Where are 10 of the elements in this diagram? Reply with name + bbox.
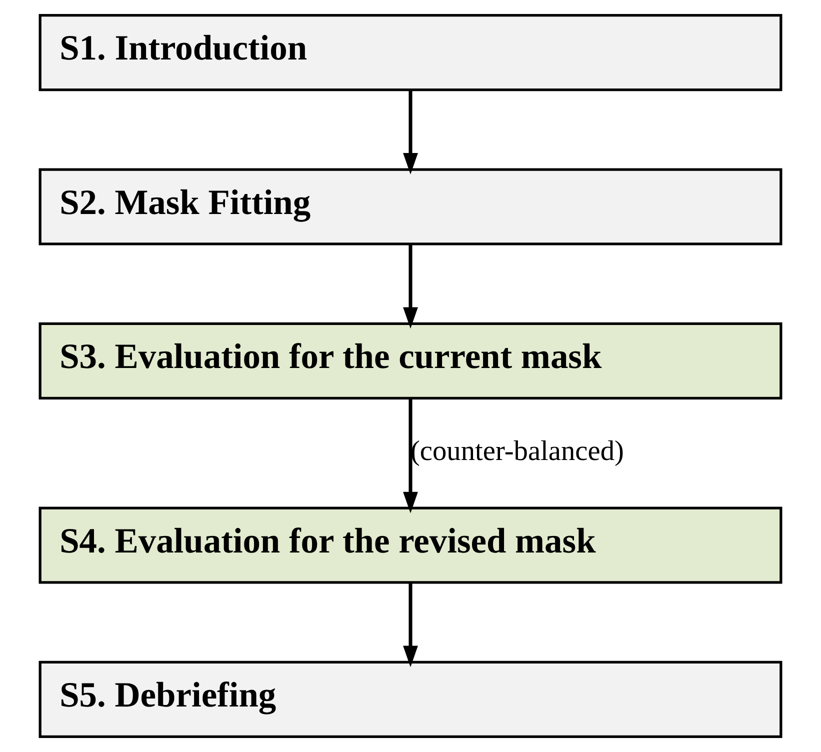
node-box: S3. Evaluation for the current mask — [38, 322, 782, 400]
node-box: S5. Debriefing — [38, 660, 782, 738]
edge-label: (counter-balanced) — [410, 436, 624, 467]
arrow — [403, 582, 418, 668]
node-box: S2. Mask Fitting — [38, 168, 782, 246]
arrow — [403, 244, 418, 329]
node-box: S4. Evaluation for the revised mask — [38, 506, 782, 584]
node-box: S1. Introduction — [38, 14, 782, 92]
arrow — [403, 398, 418, 514]
arrow — [403, 90, 418, 174]
